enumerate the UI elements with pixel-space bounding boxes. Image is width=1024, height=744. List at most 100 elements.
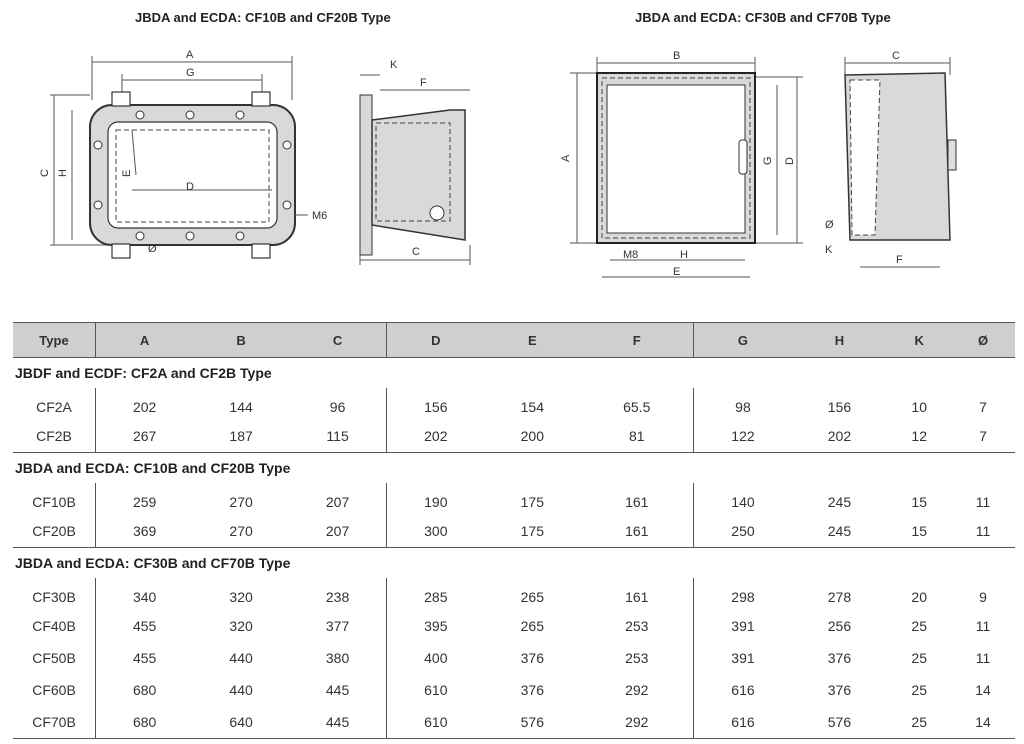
cell-type: CF60B bbox=[13, 674, 96, 706]
cell-value: 445 bbox=[288, 674, 388, 706]
label-a: A bbox=[560, 154, 572, 162]
cell-value: 440 bbox=[229, 650, 253, 666]
cell-value: 245 bbox=[827, 523, 852, 539]
cell-value: 161 bbox=[580, 578, 695, 610]
cell-value: 376 bbox=[827, 650, 852, 666]
cell-value: 610 bbox=[424, 682, 448, 698]
cell-value: 25 bbox=[911, 650, 927, 666]
cell-value: 440 bbox=[229, 682, 253, 698]
group-title-row: JBDA and ECDA: CF10B and CF20B Type bbox=[13, 452, 1015, 483]
cell-value: 25 bbox=[911, 618, 927, 634]
cell-value: 391 bbox=[731, 618, 755, 634]
cell-value: 81 bbox=[580, 420, 695, 453]
cell-value: 202 bbox=[827, 428, 852, 444]
drawing-cf10b-front: A G C H E D Ø M6 bbox=[39, 49, 327, 259]
cell-value: 14 bbox=[951, 706, 1015, 739]
label-g: G bbox=[762, 156, 774, 165]
cell-value: 11 bbox=[975, 494, 991, 510]
cell-value: 7 bbox=[979, 428, 987, 444]
group-title-row: JBDF and ECDF: CF2A and CF2B Type bbox=[13, 357, 1015, 388]
cell-type: CF2A bbox=[13, 388, 96, 420]
col-f: F bbox=[580, 322, 695, 358]
cell-value: 122 bbox=[731, 428, 755, 444]
cell-value: 369 bbox=[132, 523, 157, 539]
label-h: H bbox=[680, 249, 688, 261]
cell-value: 292 bbox=[580, 706, 695, 739]
label-m6: M6 bbox=[312, 210, 327, 222]
cell-value: 267 bbox=[132, 428, 157, 444]
cell-value: 161 bbox=[580, 483, 695, 515]
cell-value: 320 bbox=[229, 589, 253, 605]
col-b: B bbox=[193, 322, 289, 358]
caption-right: JBDA and ECDA: CF30B and CF70B Type bbox=[635, 10, 891, 25]
cell-value: 270 bbox=[229, 494, 253, 510]
drawing-cf30b-side: C Ø K F bbox=[825, 50, 957, 268]
cell-type: CF70B bbox=[13, 706, 96, 739]
cell-type: CF30B bbox=[13, 578, 96, 610]
cell-value: 20 bbox=[911, 589, 927, 605]
cell-value: 156 bbox=[424, 399, 448, 415]
cell-value: 340 bbox=[132, 589, 157, 605]
cell-value: 200 bbox=[520, 428, 544, 444]
cell-value: 445 bbox=[288, 706, 388, 739]
cell-value: 161 bbox=[580, 515, 695, 548]
col-e: E bbox=[484, 322, 581, 358]
cell-value: 455 bbox=[132, 618, 157, 634]
cell-value: 10 bbox=[911, 399, 927, 415]
label-d: D bbox=[784, 157, 796, 165]
cell-value: 253 bbox=[580, 642, 695, 674]
cell-value: 156 bbox=[827, 399, 852, 415]
cell-value: 202 bbox=[132, 399, 157, 415]
col-h: H bbox=[791, 322, 888, 358]
cell-value: 616 bbox=[731, 682, 755, 698]
label-phi: Ø bbox=[825, 219, 834, 231]
cell-value: 190 bbox=[424, 494, 448, 510]
cell-value: 380 bbox=[288, 642, 388, 674]
cell-value: 25 bbox=[911, 682, 927, 698]
cell-value: 238 bbox=[288, 578, 388, 610]
label-phi: Ø bbox=[148, 243, 157, 255]
drawing-cf30b-front: B A G D M8 H E bbox=[560, 50, 803, 278]
cell-value: 154 bbox=[520, 399, 544, 415]
cell-value: 455 bbox=[132, 650, 157, 666]
cell-value: 25 bbox=[887, 706, 952, 739]
cell-value: 11 bbox=[975, 523, 991, 539]
cell-value: 376 bbox=[520, 650, 544, 666]
drawing-cf10b-side: K F C bbox=[359, 59, 471, 265]
cell-value: 680 bbox=[95, 706, 194, 739]
cell-value: 144 bbox=[229, 399, 253, 415]
cell-value: 11 bbox=[975, 650, 991, 666]
cell-type: CF50B bbox=[13, 642, 96, 674]
cell-value: 395 bbox=[424, 618, 448, 634]
cell-value: 391 bbox=[731, 650, 755, 666]
cell-value: 15 bbox=[911, 523, 927, 539]
cell-value: 292 bbox=[580, 674, 695, 706]
label-m8: M8 bbox=[623, 249, 638, 261]
cell-type: CF20B bbox=[13, 515, 96, 548]
label-d: D bbox=[186, 181, 194, 193]
cell-value: 11 bbox=[975, 618, 991, 634]
cell-value: 278 bbox=[827, 589, 852, 605]
label-e: E bbox=[121, 170, 133, 177]
cell-value: 680 bbox=[132, 682, 157, 698]
cell-type: CF40B bbox=[13, 610, 96, 642]
cell-value: 270 bbox=[229, 523, 253, 539]
dimensions-table: Type A B C D E F G H K Ø JBDF and ECDF: … bbox=[13, 322, 1015, 739]
label-e: E bbox=[673, 266, 680, 278]
cell-value: 202 bbox=[424, 428, 448, 444]
cell-value: 96 bbox=[288, 388, 388, 420]
col-g: G bbox=[693, 322, 792, 358]
cell-value: 616 bbox=[693, 706, 792, 739]
cell-value: 140 bbox=[731, 494, 755, 510]
cell-value: 376 bbox=[520, 682, 544, 698]
cell-value: 298 bbox=[731, 589, 755, 605]
cell-value: 265 bbox=[520, 589, 544, 605]
label-h: H bbox=[57, 169, 69, 177]
cell-value: 253 bbox=[580, 610, 695, 642]
cell-value: 175 bbox=[520, 494, 544, 510]
